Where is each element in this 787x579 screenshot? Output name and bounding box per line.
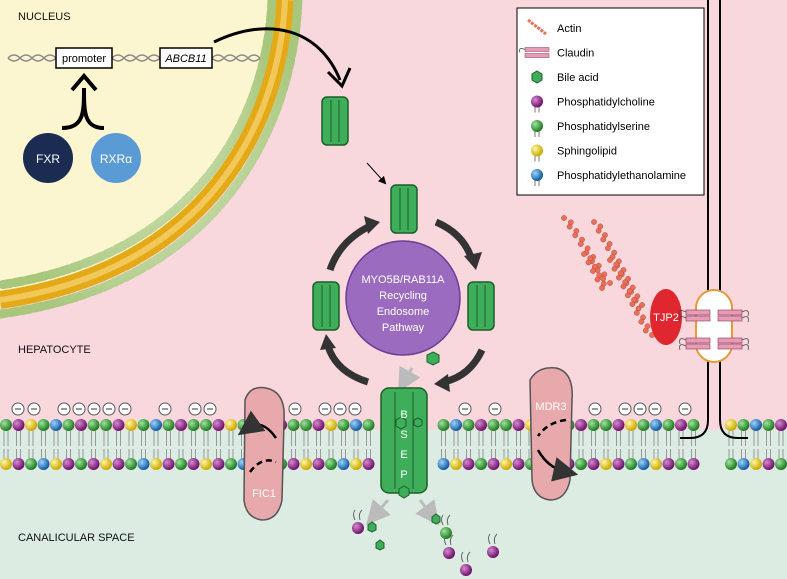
bile-acid-molecule xyxy=(426,351,440,366)
bsep-letter-s: S xyxy=(400,429,407,441)
endosome-label-3: Endosome xyxy=(377,306,430,318)
sphingolipid-icon xyxy=(531,144,543,162)
legend-label: Sphingolipid xyxy=(557,146,617,158)
rxr-receptor xyxy=(91,133,141,183)
phosphatidylcholine-icon xyxy=(531,95,543,113)
endosome-label-4: Pathway xyxy=(382,322,425,334)
rxr-label: RXRα xyxy=(100,152,132,166)
endosome-label-1: MYO5B/RAB11A xyxy=(362,274,446,286)
endosome-label-2: Recycling xyxy=(379,290,427,302)
transcription-arrow xyxy=(213,27,342,81)
released-lipids xyxy=(352,509,499,576)
nucleus-label: NUCLEUS xyxy=(18,11,71,23)
traffic-arrow xyxy=(366,162,387,185)
fic1-flippase xyxy=(243,386,285,521)
mdr3-label: MDR3 xyxy=(535,401,566,413)
bsep-vesicle-top xyxy=(321,96,349,146)
actin-filaments xyxy=(561,215,655,338)
fic1-label: FIC1 xyxy=(252,488,276,500)
legend-label: Bile acid xyxy=(557,72,599,84)
fxr-label: FXR xyxy=(36,152,60,166)
bsep-transporter xyxy=(380,387,428,499)
fic1-flip-arrow xyxy=(237,410,278,439)
promoter-box xyxy=(55,47,113,69)
bsep-letter-e: E xyxy=(400,449,407,461)
canalicular-label: CANALICULAR SPACE xyxy=(18,532,135,544)
phosphatidylserine-icon xyxy=(531,120,543,137)
bsep-cycle-left xyxy=(312,281,340,331)
gene-label: ABCB11 xyxy=(164,53,206,65)
fxr-receptor xyxy=(23,133,73,183)
tjp2-protein xyxy=(650,289,682,345)
tight-junction-membrane xyxy=(680,0,748,439)
tjp2-label: TJP2 xyxy=(653,312,679,324)
bsep-letter-p: P xyxy=(400,469,407,481)
hepatocyte-label: HEPATOCYTE xyxy=(18,344,91,356)
legend-label: Phosphatidylserine xyxy=(557,121,650,133)
recycling-endosome xyxy=(345,240,461,356)
nucleus xyxy=(0,0,303,319)
promoter-label: promoter xyxy=(62,53,106,65)
dna-strand xyxy=(7,54,261,62)
legend-label: Claudin xyxy=(557,48,594,60)
gene-box xyxy=(159,47,213,69)
legend-label: Phosphatidylcholine xyxy=(557,97,655,109)
bile-acid-icon xyxy=(531,70,543,84)
mdr3-flop-arrow xyxy=(536,418,567,437)
mdr3-floppase xyxy=(529,367,573,501)
phosphatidylethanolamine-icon xyxy=(531,169,543,186)
claudin-icon xyxy=(519,47,550,58)
bsep-letter-b: B xyxy=(400,409,407,421)
claudin-junction xyxy=(679,289,749,363)
bsep-cycle-right xyxy=(467,281,495,331)
bsep-cycle-top xyxy=(390,184,418,234)
legend-label: Actin xyxy=(557,23,581,35)
legend-label: Phosphatidylethanolamine xyxy=(557,170,686,182)
